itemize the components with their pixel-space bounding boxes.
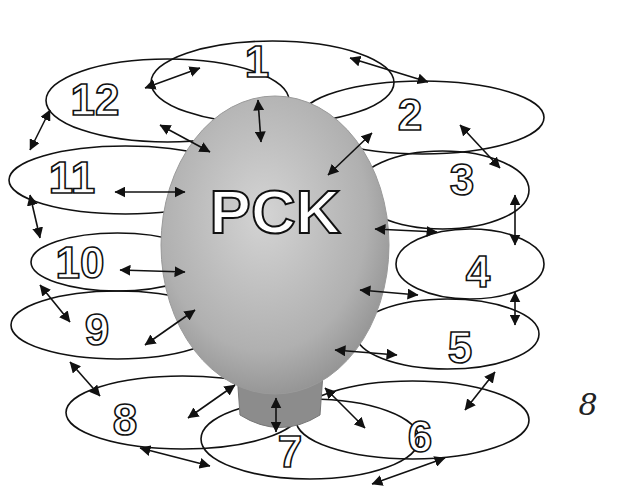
ring-number: 6 [408, 415, 432, 459]
ring-number: 12 [71, 78, 120, 122]
ring-number: 5 [448, 326, 472, 370]
double-arrow [120, 270, 185, 272]
double-arrow [460, 125, 500, 168]
ring-ellipse: 6 [295, 380, 530, 460]
double-arrow [360, 290, 418, 295]
bulb-body [161, 96, 389, 394]
ring-number: 7 [278, 430, 302, 474]
central-bulb: PCK [160, 95, 390, 435]
ring-number: 11 [49, 156, 96, 200]
bulb-shape [160, 95, 390, 435]
ring-number: 2 [398, 93, 422, 137]
double-arrow [70, 362, 100, 396]
center-title: PCK [210, 181, 341, 243]
double-arrow [335, 350, 397, 355]
double-arrow [30, 110, 50, 150]
stray-mark: 8 [578, 390, 597, 420]
double-arrow [30, 195, 40, 238]
double-arrow [160, 125, 210, 152]
ellipse-line [356, 299, 539, 369]
double-arrow [258, 100, 261, 142]
double-arrow [372, 458, 445, 484]
ring-number: 9 [85, 308, 109, 352]
double-arrow [328, 133, 372, 175]
ring-ellipse: 4 [395, 228, 545, 300]
double-arrow [465, 372, 495, 410]
double-arrow [40, 285, 70, 322]
ellipse-line [396, 229, 544, 299]
double-arrow [514, 195, 516, 245]
ellipse-line [296, 381, 529, 459]
double-arrow [145, 310, 195, 345]
ring-number: 1 [245, 40, 269, 84]
double-arrow [375, 229, 437, 232]
ring-number: 10 [56, 241, 105, 285]
ring-number: 8 [113, 398, 137, 442]
double-arrow [325, 388, 365, 428]
double-arrow [145, 68, 200, 88]
double-arrow [115, 191, 185, 193]
double-arrow [350, 58, 428, 82]
ellipse-outline [355, 298, 540, 370]
ring-number: 3 [450, 158, 474, 202]
double-arrow [140, 448, 210, 466]
double-arrow [514, 292, 516, 325]
double-arrow [188, 385, 235, 418]
label-holder: 8 [578, 390, 597, 420]
double-arrow [275, 398, 277, 432]
ring-number: 4 [466, 250, 490, 294]
ring-ellipse: 5 [355, 298, 540, 370]
